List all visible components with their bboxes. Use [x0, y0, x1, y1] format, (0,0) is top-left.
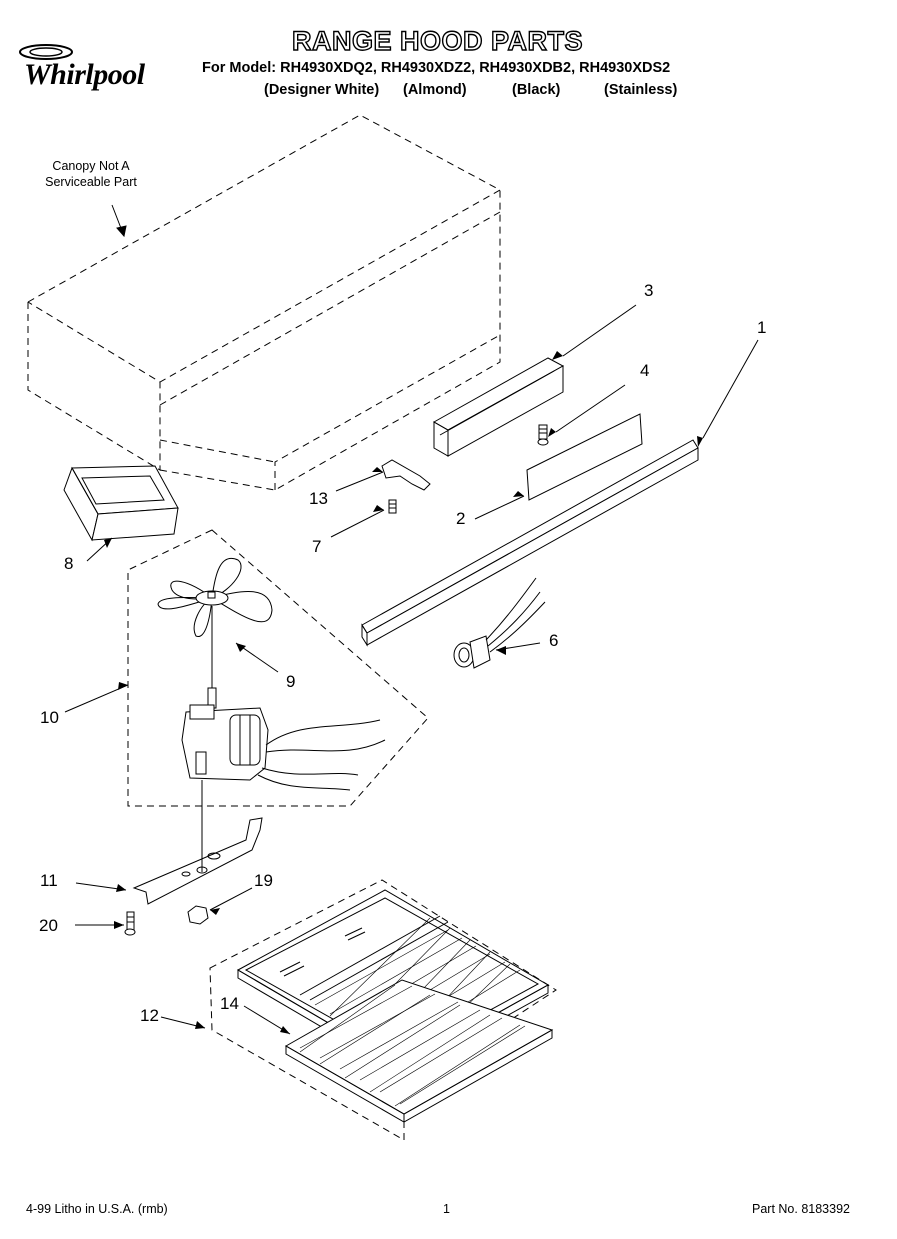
leader-1: [702, 339, 759, 439]
variant-stainless: (Stainless): [604, 82, 678, 98]
canopy-outline: [27, 114, 502, 491]
part-9-fan-blade: [157, 557, 273, 637]
part-3-trim: [432, 357, 565, 457]
part-14-filter-lower: [284, 979, 554, 1123]
motor: [181, 687, 386, 791]
brand-logo: Whirlpool: [24, 58, 145, 91]
variant-black: (Black): [512, 82, 561, 98]
callout-2: 2: [456, 509, 466, 528]
footer-page-number: 1: [443, 1202, 450, 1216]
part-7-screw: [388, 499, 397, 514]
callout-13: 13: [309, 489, 328, 508]
page-title: RANGE HOOD PARTS: [291, 25, 584, 56]
footer-print-info: 4-99 Litho in U.S.A. (rmb): [26, 1202, 168, 1216]
callout-9: 9: [286, 672, 296, 691]
callout-11: 11: [40, 871, 58, 890]
callout-3: 3: [644, 281, 654, 300]
part-8-damper: [63, 465, 179, 542]
variant-almond: (Almond): [403, 82, 467, 98]
footer-part-number: Part No. 8183392: [752, 1202, 850, 1216]
callout-8: 8: [64, 554, 74, 573]
part-4-screw: [537, 424, 549, 446]
canopy-note-line2: Serviceable Part: [45, 175, 137, 189]
part-11-bracket: [132, 817, 263, 905]
leader-10: [64, 684, 129, 713]
part-20-screw: [124, 911, 136, 936]
callout-4: 4: [640, 361, 650, 380]
model-list: For Model: RH4930XDQ2, RH4930XDZ2, RH493…: [202, 60, 671, 76]
leader-7: [330, 509, 385, 538]
part-13-bracket: [381, 459, 431, 491]
callout-14: 14: [220, 994, 239, 1013]
leader-3: [562, 304, 637, 357]
leader-2: [474, 495, 525, 520]
part-1-strip: [361, 439, 699, 647]
callout-1: 1: [757, 318, 767, 337]
callout-7: 7: [312, 537, 322, 556]
callout-6: 6: [549, 631, 559, 650]
part-2-panel: [526, 413, 643, 501]
canopy-note-line1: Canopy Not A: [52, 159, 130, 173]
part-10-assembly-outline: [127, 529, 429, 807]
callout-12: 12: [140, 1006, 159, 1025]
leader-4: [555, 384, 626, 433]
callout-20: 20: [39, 916, 58, 935]
callout-19: 19: [254, 871, 273, 890]
leader-19: [209, 887, 253, 911]
whirlpool-swirl-icon: [19, 44, 73, 60]
part-19-nut: [187, 905, 209, 925]
variant-designer-white: (Designer White): [264, 82, 380, 98]
part-6-lamp-socket: [453, 577, 546, 669]
callout-10: 10: [40, 708, 59, 727]
canopy-note: Canopy Not A Serviceable Part: [36, 158, 146, 190]
leader-13: [335, 471, 384, 492]
